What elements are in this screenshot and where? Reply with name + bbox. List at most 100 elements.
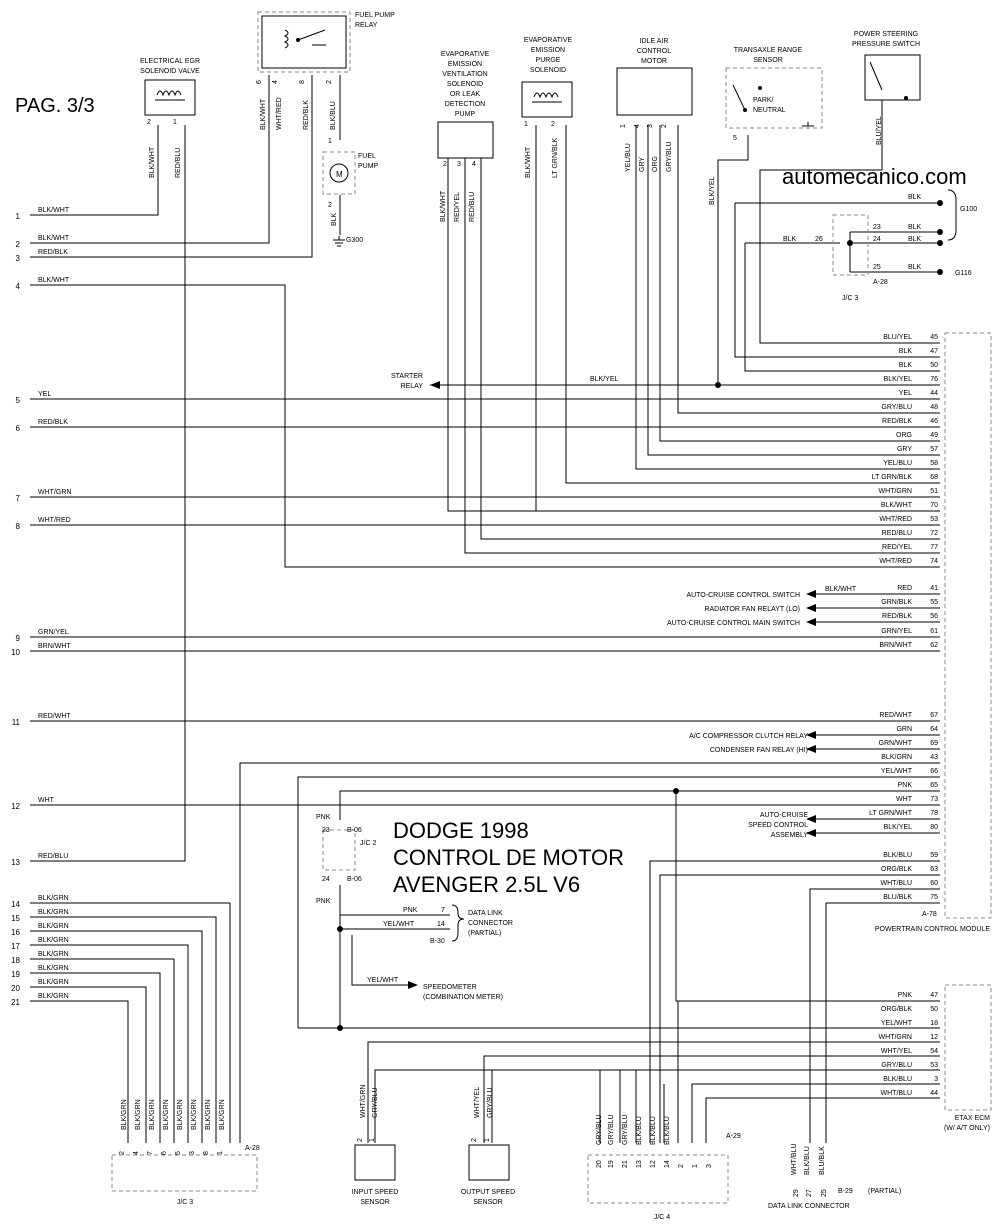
jc3-pin: 7: [147, 1151, 154, 1155]
jc3-wire: BLK/GRN: [219, 1099, 226, 1130]
svg-text:PNK: PNK: [316, 898, 331, 905]
line-number: 19: [11, 970, 20, 979]
pcm-pin-wire: GRN: [896, 726, 912, 733]
etax-pin-wire: BLK/BLU: [883, 1076, 912, 1083]
left-line-labels: 1BLK/WHT2BLK/WHT3RED/BLK4BLK/WHT5YEL6RED…: [11, 207, 71, 1007]
jc4-pin: 3: [706, 1164, 713, 1168]
svg-text:PNK: PNK: [403, 907, 418, 914]
etax-pin-number: 18: [930, 1020, 938, 1027]
pcm-pin-number: 60: [930, 880, 938, 887]
component-evap-vent: [437, 121, 494, 159]
svg-text:BLK: BLK: [908, 264, 922, 271]
pcm-pin-wire: RED/BLK: [882, 418, 912, 425]
pcm-pin-wire: RED/BLK: [882, 613, 912, 620]
pcm-pin-number: 46: [930, 418, 938, 425]
svg-text:25: 25: [873, 264, 881, 271]
pcm-pin-wire: GRN/BLK: [881, 599, 912, 606]
egr-pin: 2: [147, 119, 151, 126]
pcm-pin-number: 65: [930, 782, 938, 789]
component-iac: [616, 67, 693, 116]
component-ps-switch: [864, 54, 921, 101]
pcm-pin-wire: YEL/BLU: [883, 460, 912, 467]
evap-vent-wire: RED/YEL: [454, 192, 461, 222]
svg-text:24: 24: [322, 876, 330, 883]
jc3-pin: 2: [119, 1151, 126, 1155]
pcm-box: [944, 332, 992, 919]
svg-text:TRANSAXLE RANGE: TRANSAXLE RANGE: [734, 47, 803, 54]
jc3-pin: 6: [161, 1151, 168, 1155]
line-number: 14: [11, 900, 20, 909]
line-wire-label: BLK/GRN: [38, 993, 69, 1000]
line-number: 20: [11, 984, 20, 993]
line-number: 13: [11, 858, 20, 867]
fuel-pump-pin: 2: [328, 202, 332, 209]
jc3-bottom-box: [111, 1154, 258, 1192]
svg-text:AUTO-CRUISE CONTROL MAIN SWITC: AUTO-CRUISE CONTROL MAIN SWITCH: [667, 620, 800, 627]
pcm-pin-number: 74: [930, 558, 938, 565]
relay-wire: BLK/WHT: [260, 98, 267, 130]
pcm-pin-wire: BLK/YEL: [884, 824, 913, 831]
line-number: 9: [16, 634, 21, 643]
pcm-pin-wire: WHT/GRN: [879, 488, 912, 495]
pcm-pin-wire: WHT/RED: [879, 516, 912, 523]
pcm-pin-wire: BLK/YEL: [884, 376, 913, 383]
pcm-pin-number: 49: [930, 432, 938, 439]
svg-text:DATA LINK: DATA LINK: [468, 910, 503, 917]
wire-network: [30, 75, 940, 1143]
vertical-wire-labels: 2BLK/WHT1RED/BLU6BLK/WHT4WHT/RED8RED/BLK…: [119, 80, 828, 1197]
egr-pin: 1: [173, 119, 177, 126]
relay-pin: 4: [272, 80, 279, 84]
svg-text:A/C COMPRESSOR CLUTCH RELAY: A/C COMPRESSOR CLUTCH RELAY: [689, 733, 808, 740]
jc3-wire: BLK/GRN: [135, 1099, 142, 1130]
egr-name: SOLENOID VALVE: [140, 68, 200, 75]
output-sensor-name: SENSOR: [473, 1199, 503, 1206]
pcm-pin-number: 75: [930, 894, 938, 901]
output-labels: STARTER RELAY BLK/YEL AUTO-CRUISE CONTRO…: [367, 373, 857, 1001]
pcm-pin-number: 47: [930, 348, 938, 355]
etax-pin-wire: GRY/BLU: [881, 1062, 912, 1069]
jc3-bottom-ref: A-28: [245, 1145, 260, 1152]
etax-box: [944, 984, 992, 1111]
motor-symbol: M: [336, 170, 343, 179]
pcm-pin-number: 45: [930, 334, 938, 341]
jc2-labels: PNK 23 B-06 J/C 2 24 B-06 PNK: [316, 814, 376, 905]
jc4-pin: 21: [622, 1160, 629, 1168]
line-wire-label: BLK/GRN: [38, 979, 69, 986]
svg-text:BLU/YEL: BLU/YEL: [876, 116, 883, 145]
svg-text:OR LEAK: OR LEAK: [450, 91, 481, 98]
svg-text:SPEED CONTROL: SPEED CONTROL: [748, 822, 808, 829]
line-number: 10: [11, 648, 20, 657]
line-wire-label: WHT/RED: [38, 517, 71, 524]
pcm-pin-wire: RED/YEL: [882, 544, 912, 551]
etax-pin-number: 44: [930, 1090, 938, 1097]
egr-name: ELECTRICAL EGR: [140, 58, 200, 65]
jc4-pin: 1: [692, 1164, 699, 1168]
pcm-pin-number: 57: [930, 446, 938, 453]
line-wire-label: RED/BLU: [38, 853, 68, 860]
evap-purge-pin: 1: [524, 121, 528, 128]
iac-wire: YEL/BLU: [625, 143, 632, 172]
svg-text:G100: G100: [960, 206, 977, 213]
jc4-wire: BLK/BLU: [636, 1116, 643, 1145]
pcm-pin-number: 68: [930, 474, 938, 481]
pcm-pin-wire: ORG: [896, 432, 912, 439]
relay-name: RELAY: [355, 22, 378, 29]
jc3-wire: BLK/GRN: [149, 1099, 156, 1130]
svg-text:CONTROL: CONTROL: [637, 48, 671, 55]
input-sensor-name: SENSOR: [360, 1199, 390, 1206]
pcm-pin-wire: LT GRN/BLK: [872, 474, 913, 481]
pcm-pin-number: 55: [930, 599, 938, 606]
svg-text:IDLE AIR: IDLE AIR: [640, 38, 669, 45]
ground-labels: BLK BLK 23 BLK 24 BLK 25 BLK 26 G100 G11…: [783, 194, 977, 302]
evap-vent-wire: RED/BLU: [469, 192, 476, 222]
svg-text:EMISSION: EMISSION: [448, 61, 482, 68]
component-egr: [144, 79, 196, 116]
pcm-pin-number: 66: [930, 768, 938, 775]
jc4-wire: GRY/BLU: [608, 1114, 615, 1145]
svg-text:J/C 2: J/C 2: [360, 840, 376, 847]
output-sensor-wire: GRY/BLU: [487, 1087, 494, 1118]
svg-text:EVAPORATIVE: EVAPORATIVE: [441, 51, 490, 58]
pcm-pin-wire: BLK: [899, 362, 913, 369]
iac-wire: ORG: [652, 156, 659, 172]
svg-text:VENTILATION: VENTILATION: [442, 71, 487, 78]
